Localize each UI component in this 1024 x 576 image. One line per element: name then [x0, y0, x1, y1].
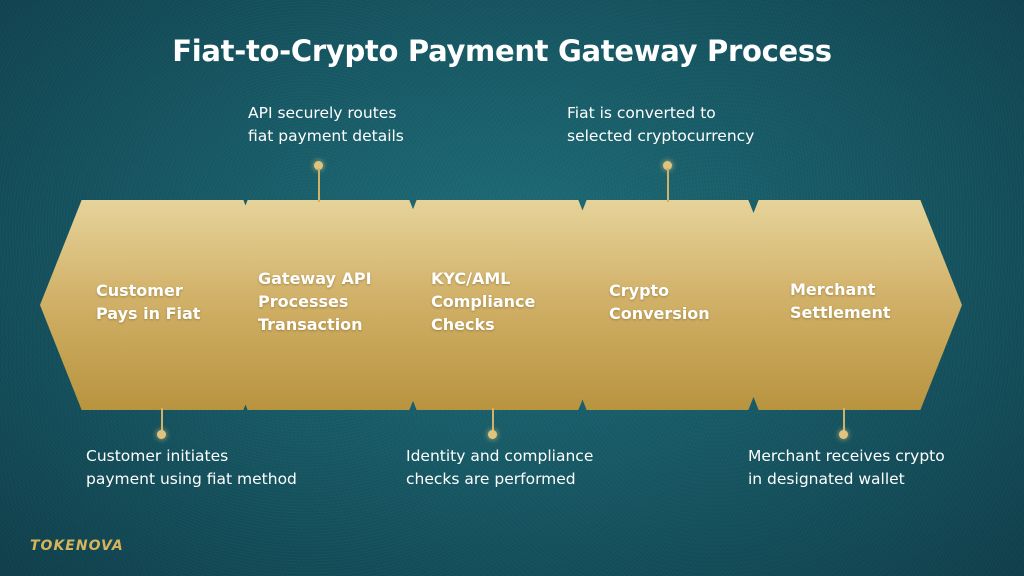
step-2-label: Gateway API Processes Transaction — [258, 269, 372, 334]
step-3-note: Identity and compliance checks are perfo… — [406, 447, 594, 488]
connector-line — [161, 408, 163, 434]
step-3-label: KYC/AML Compliance Checks — [431, 269, 536, 334]
step-4-label: Crypto Conversion — [609, 281, 710, 323]
brand-logo: TOKENOVA — [30, 538, 124, 554]
step-2-note: API securely routes fiat payment details — [248, 104, 404, 145]
step-1-hexagon — [40, 200, 285, 410]
connector-dot — [839, 430, 848, 439]
connector-dot — [663, 161, 672, 170]
step-1-label: Customer Pays in Fiat — [96, 281, 201, 323]
step-1-note: Customer initiates payment using fiat me… — [86, 447, 297, 488]
connector-line — [843, 408, 845, 434]
connector-dot — [314, 161, 323, 170]
step-4-note: Fiat is converted to selected cryptocurr… — [567, 104, 755, 145]
connector-line — [667, 168, 669, 202]
page-title: Fiat-to-Crypto Payment Gateway Process — [172, 34, 832, 68]
connector-line — [492, 408, 494, 434]
step-5-label: Merchant Settlement — [790, 280, 891, 322]
connector-dot — [157, 430, 166, 439]
connector-dot — [488, 430, 497, 439]
step-5-note: Merchant receives crypto in designated w… — [748, 447, 945, 488]
connector-line — [318, 168, 320, 202]
